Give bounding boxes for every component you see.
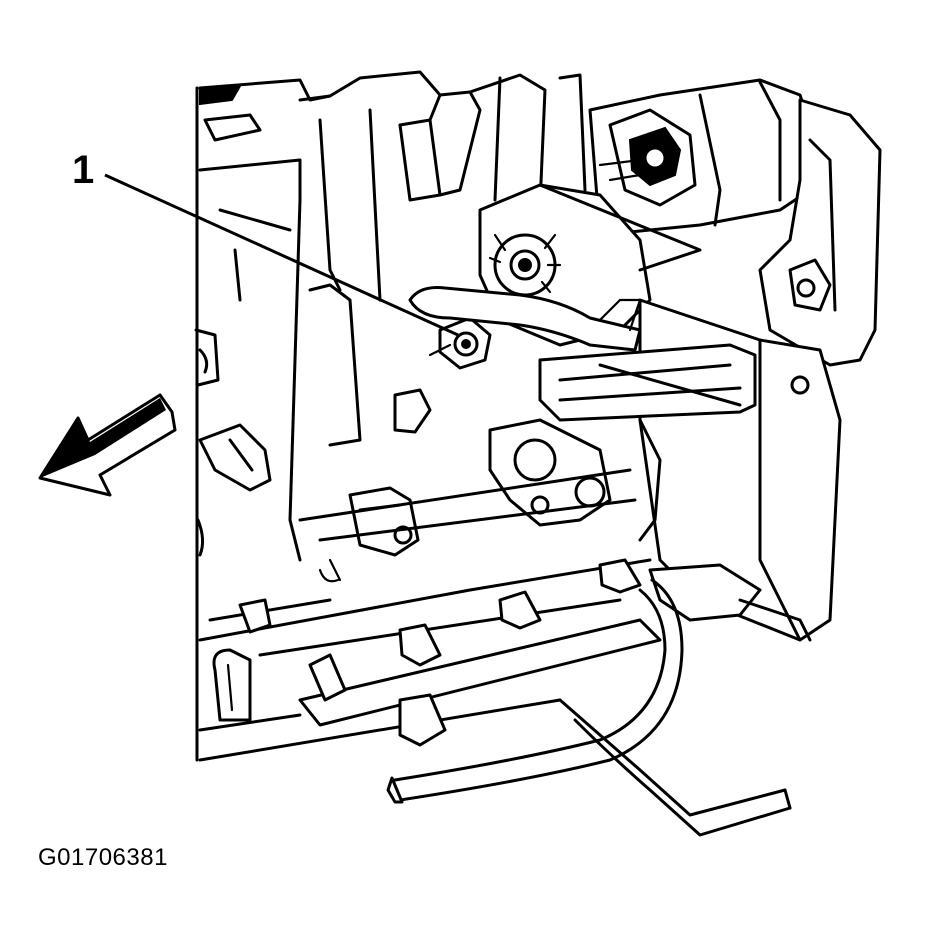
callout-number-1: 1: [72, 148, 95, 192]
engine-frame-upper: [288, 70, 587, 562]
vacuum-hose: [386, 578, 792, 837]
engine-block-left: [194, 78, 332, 762]
lower-rail: [198, 558, 812, 762]
mounting-bolt: [428, 316, 492, 370]
callout-leader-line: [104, 173, 459, 337]
figure-id-label: G01706381: [38, 844, 168, 871]
support-arm: [488, 343, 757, 527]
battery-cable: [408, 286, 642, 352]
left-fittings: [198, 388, 637, 583]
arrow-front-of-vehicle-icon: [38, 393, 177, 497]
